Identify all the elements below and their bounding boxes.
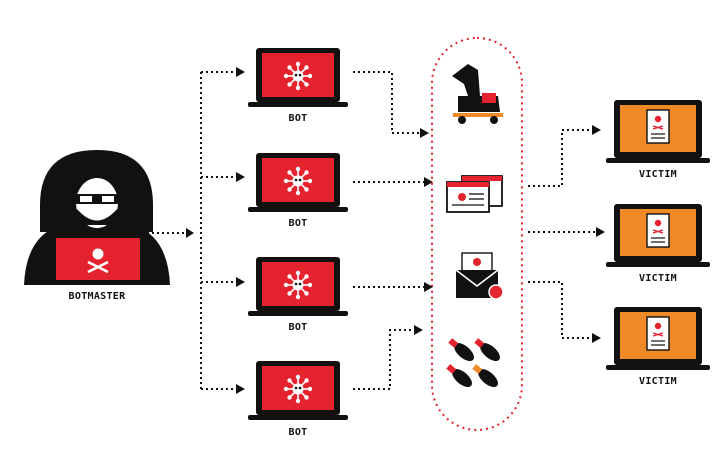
victim-laptop-icon-1 [605, 99, 711, 164]
bot-laptop-icon-4 [248, 361, 348, 420]
bot-label-1: BOT [288, 113, 308, 124]
botmaster-label: BOTMASTER [68, 291, 126, 302]
bot-laptop-icon-2 [248, 153, 348, 212]
bot-label-4: BOT [288, 427, 308, 438]
victim-laptop-icon-3 [605, 306, 711, 371]
victim-label-1: VICTIM [639, 169, 677, 180]
bomb-icon [446, 338, 500, 387]
botmaster-icon [24, 150, 170, 285]
victim-label-2: VICTIM [639, 273, 677, 284]
victim-laptop-icon-2 [605, 203, 711, 268]
bot-label-2: BOT [288, 218, 308, 229]
bot-laptop-icon-1 [248, 48, 348, 107]
spam-windows-icon [446, 175, 503, 213]
trojan-horse-icon [452, 64, 503, 124]
connector-lines [147, 71, 596, 390]
attack-methods-container [431, 37, 523, 431]
malicious-email-icon [455, 252, 504, 300]
victim-label-3: VICTIM [639, 376, 677, 387]
bot-label-3: BOT [288, 322, 308, 333]
connector-arrowheads [186, 67, 605, 394]
bot-laptop-icon-3 [248, 257, 348, 316]
